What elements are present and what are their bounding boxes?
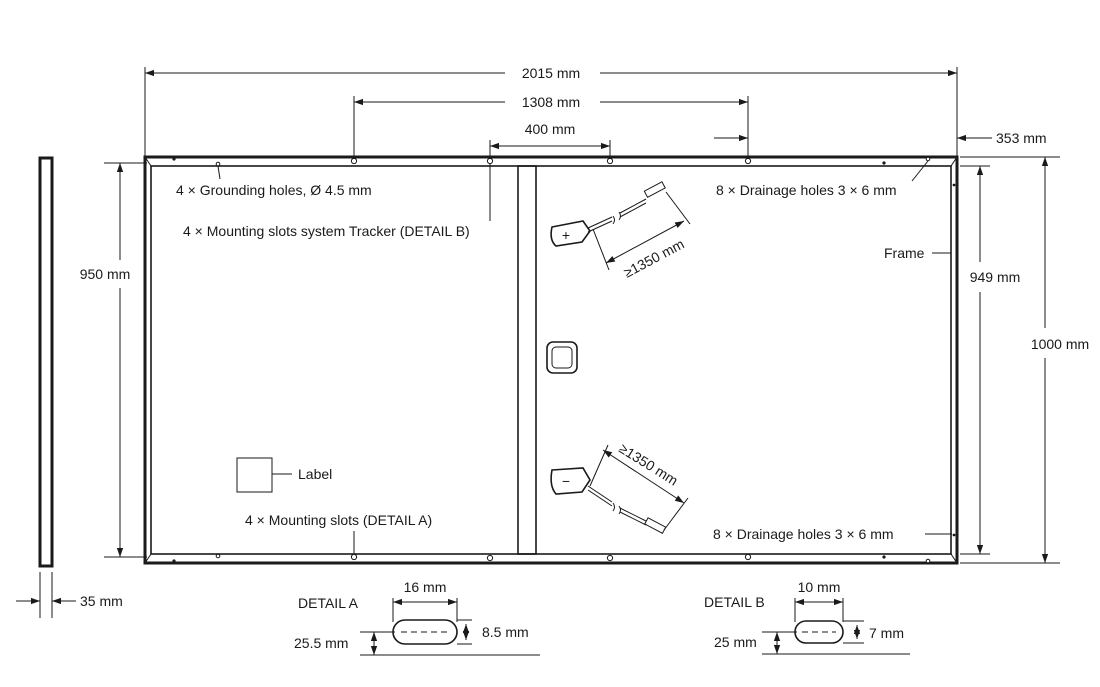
height-left-label: 950 mm	[80, 266, 131, 282]
bottom-rail-holes	[172, 553, 931, 564]
module-frame	[143, 155, 959, 565]
drainage-top-callout: 8 × Drainage holes 3 × 6 mm	[716, 182, 897, 198]
end-offset-label: 353 mm	[996, 130, 1047, 146]
mounting-slot	[744, 553, 752, 561]
height-total-label: 1000 mm	[1031, 336, 1089, 352]
detail-b: DETAIL B 10 mm 7 mm 25 mm	[704, 579, 910, 655]
module-front-view	[143, 155, 959, 565]
height-inner-label: 949 mm	[970, 269, 1021, 285]
label-box	[236, 457, 273, 493]
mounting-slots-callout: 4 × Mounting slots (DETAIL A)	[245, 512, 432, 528]
mounting-slot	[744, 157, 752, 165]
grounding-hole	[215, 161, 221, 167]
cable-length-dim-top	[605, 220, 685, 264]
detail-b-offset: 25 mm	[714, 634, 757, 650]
label-callout: Label	[298, 466, 332, 482]
positive-junction-box: + ≥1350 mm	[550, 181, 691, 281]
grounding-hole	[925, 156, 931, 162]
drainage-hole	[882, 555, 886, 559]
drainage-hole	[952, 183, 956, 187]
cable-connector-icon	[643, 181, 666, 199]
junction-plus: +	[562, 227, 570, 243]
grounding-holes-callout: 4 × Grounding holes, Ø 4.5 mm	[176, 182, 372, 198]
thickness-label: 35 mm	[80, 593, 123, 609]
drainage-bottom-callout: 8 × Drainage holes 3 × 6 mm	[713, 526, 894, 542]
cable-length-bottom-label: ≥1350 mm	[616, 440, 680, 489]
center-support-bar	[517, 165, 537, 555]
detail-a-title: DETAIL A	[298, 595, 359, 611]
grounding-hole	[925, 558, 931, 564]
detail-a-width: 16 mm	[404, 579, 447, 595]
grounding-hole	[215, 553, 221, 559]
length-label: 2015 mm	[522, 65, 580, 81]
side-profile	[38, 156, 54, 568]
slot-spacing-label: 1308 mm	[522, 94, 580, 110]
tracker-slot	[606, 554, 614, 562]
cable-length-top-label: ≥1350 mm	[621, 236, 687, 281]
detail-b-width: 10 mm	[798, 579, 841, 595]
detail-a-slot-height: 8.5 mm	[482, 624, 529, 640]
center-connector-icon	[546, 341, 578, 374]
drainage-hole	[882, 161, 886, 165]
detail-a: DETAIL A 16 mm 8.5 mm 25.5 mm	[294, 579, 540, 656]
detail-b-slot-height: 7 mm	[869, 625, 904, 641]
top-rail-holes	[172, 156, 931, 167]
mounting-slot	[350, 157, 358, 165]
tracker-spacing-label: 400 mm	[525, 121, 576, 137]
right-height-dimensions: 949 mm 1000 mm	[960, 156, 1089, 564]
left-height-dimension: 950 mm	[80, 162, 147, 558]
tracker-slot	[486, 554, 494, 562]
frame-callout: Frame	[884, 245, 925, 261]
top-dimensions: 2015 mm 1308 mm 400 mm 353 mm	[144, 65, 1047, 159]
cable-connector-icon	[644, 517, 667, 535]
drainage-hole	[172, 157, 176, 161]
tracker-slot	[606, 157, 614, 165]
detail-b-title: DETAIL B	[704, 594, 765, 610]
junction-box-icon	[550, 220, 591, 247]
module-inner-frame	[150, 165, 952, 555]
drainage-hole	[172, 559, 176, 563]
negative-junction-box: − ≥1350 mm	[550, 440, 689, 535]
junction-box-icon	[550, 467, 591, 495]
detail-a-offset: 25.5 mm	[294, 635, 348, 651]
drainage-hole	[952, 533, 956, 537]
cable-length-dim-bottom	[602, 449, 685, 504]
side-view: 35 mm	[16, 156, 123, 618]
tracker-slot	[486, 157, 494, 165]
junction-minus: −	[562, 473, 570, 489]
mounting-slot	[350, 553, 358, 561]
callouts: 4 × Grounding holes, Ø 4.5 mm 4 × Mounti…	[176, 160, 952, 554]
tracker-slots-callout: 4 × Mounting slots system Tracker (DETAI…	[183, 223, 470, 239]
